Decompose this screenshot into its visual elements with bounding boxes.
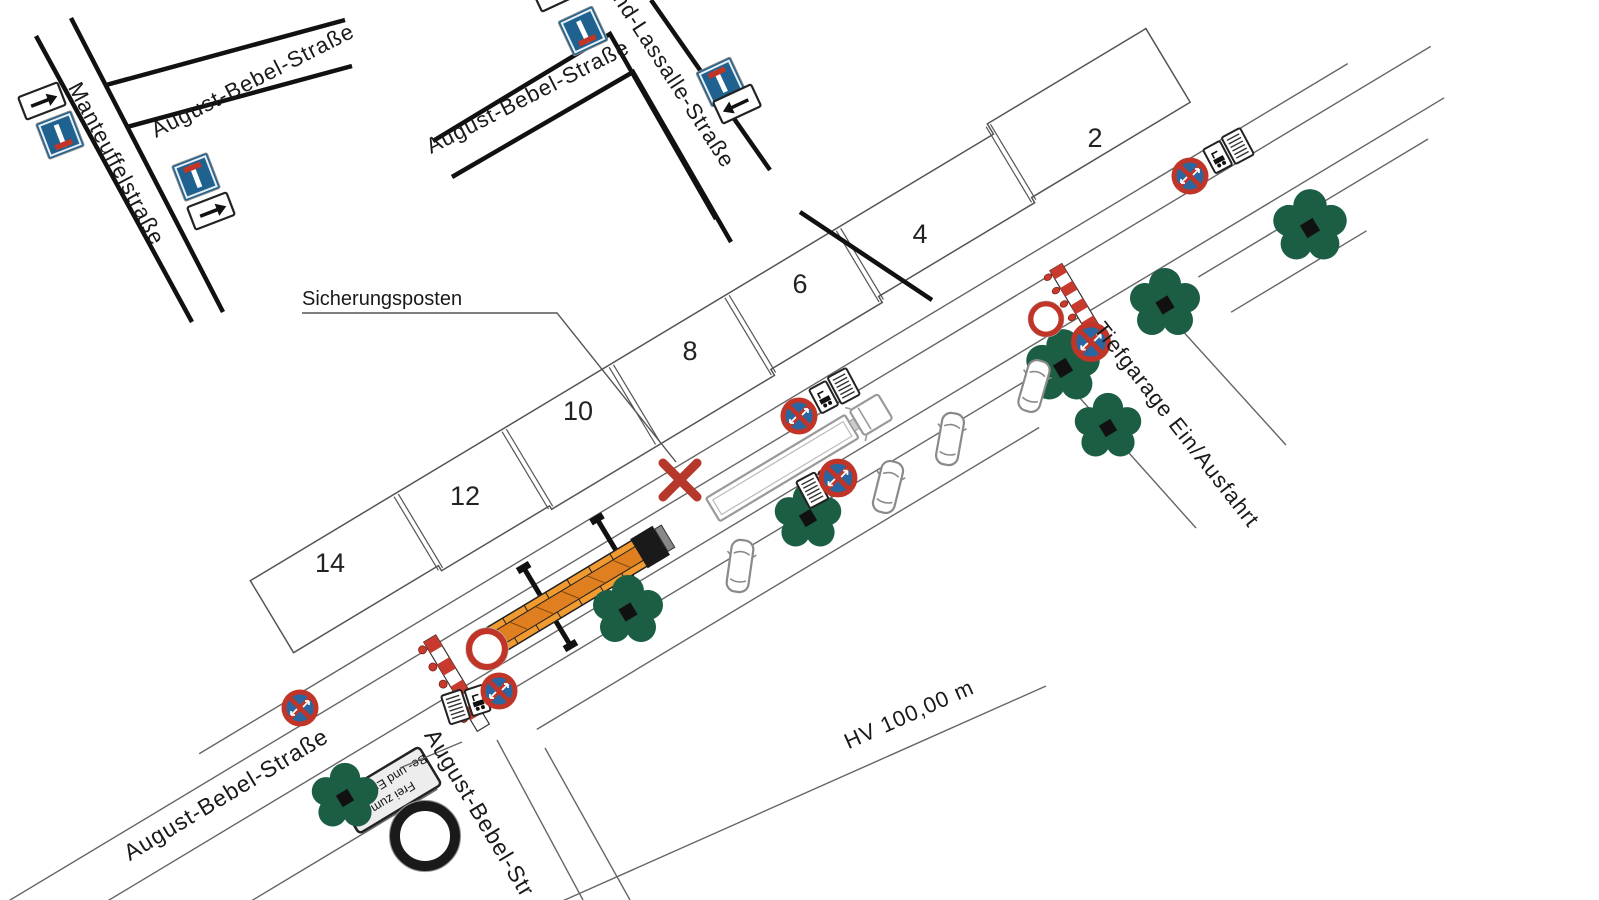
sign-combo-dead-end — [170, 151, 237, 232]
mobile-sign-plates-icon — [807, 366, 862, 416]
building-number: 2 — [1087, 123, 1102, 153]
arrow-plate-icon — [530, 0, 582, 14]
building-number: 14 — [315, 548, 345, 578]
tree-icon — [1273, 189, 1347, 260]
dimension-label-hv: HV 100,00 m — [840, 674, 978, 754]
prohibition-sign-icon — [1028, 301, 1064, 337]
building-number: 10 — [563, 396, 593, 426]
dead-end-sign-icon — [34, 109, 86, 161]
street-label-august-bebel-2: August-Bebel-Straße — [422, 34, 633, 158]
tree-icon — [1130, 268, 1200, 335]
no-stopping-sign-icon — [481, 673, 518, 710]
building-number: 8 — [682, 336, 697, 366]
no-stopping-sign-icon — [819, 459, 858, 498]
truck-icon — [705, 393, 893, 522]
building-number: 12 — [450, 481, 480, 511]
car-icon — [866, 457, 910, 517]
street-edge-lines — [3, 45, 1445, 900]
prohibition-sign-icon — [466, 628, 508, 670]
building-block-outline — [249, 27, 1192, 654]
arrow-plate-icon — [16, 80, 68, 122]
building-number: 6 — [792, 269, 807, 299]
street-label-august-bebel-1: August-Bebel-Straße — [147, 18, 358, 142]
security-post-label: Sicherungsposten — [302, 288, 462, 310]
no-stopping-sign-icon — [1172, 158, 1209, 195]
no-stopping-sign-icon — [282, 690, 319, 727]
building-number: 4 — [912, 219, 927, 249]
street-label-august-bebel-3: August-Bebel-Straße — [119, 723, 333, 866]
dead-end-sign-icon — [170, 151, 222, 203]
intersection-northwest — [34, 16, 353, 324]
no-stopping-sign-icon — [781, 398, 818, 435]
car-icon — [930, 409, 970, 469]
security-post-leader-line — [302, 312, 677, 463]
advertising-column-icon — [390, 801, 461, 872]
car-icon — [720, 537, 760, 595]
intersection-north — [431, 0, 934, 302]
building-numbers: 2 4 6 8 10 12 14 — [315, 123, 1103, 578]
closure-x-icon — [658, 458, 702, 502]
mobile-sign-plates-icon — [1201, 126, 1256, 176]
